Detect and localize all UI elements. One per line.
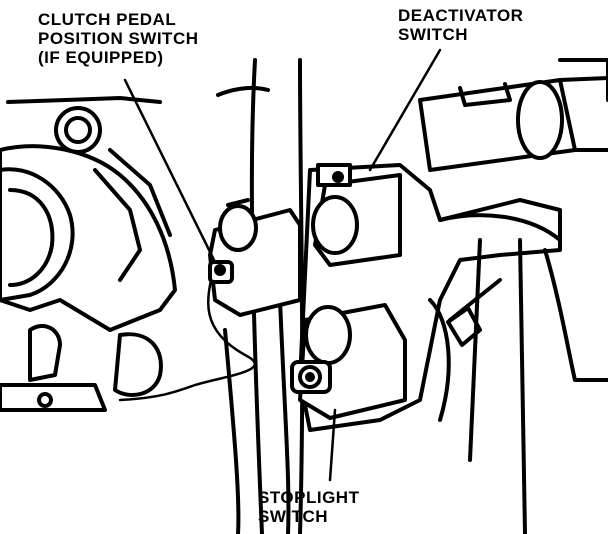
deactivator-label-line-1: DEACTIVATOR: [398, 6, 524, 25]
clutch-leader-line: [123, 78, 217, 264]
pivot-shaft: [418, 58, 608, 172]
clutch-label-line-2: POSITION SWITCH: [38, 29, 199, 48]
clutch-switch-cable: [118, 263, 256, 402]
stoplight-leader-line: [328, 408, 337, 482]
deactivator-switch-label: DEACTIVATOR SWITCH: [398, 6, 523, 44]
deactivator-leader-line: [368, 48, 442, 172]
deactivator-switch: [311, 163, 402, 267]
clutch-label-line-3: (IF EQUIPPED): [38, 48, 164, 67]
deactivator-label-line-2: SWITCH: [398, 25, 469, 44]
clutch-pedal-position-switch: [208, 198, 302, 317]
clutch-switch-label: CLUTCH PEDAL POSITION SWITCH (IF EQUIPPE…: [38, 10, 199, 67]
stoplight-label-line-1: STOPLIGHT: [258, 488, 360, 507]
stoplight-label-line-2: SWITCH: [258, 507, 329, 526]
pushrod: [446, 238, 608, 534]
left-housing: [0, 96, 177, 412]
stoplight-switch: [290, 303, 407, 420]
stoplight-switch-label: STOPLIGHT SWITCH: [258, 488, 359, 526]
clutch-label-line-1: CLUTCH PEDAL: [38, 10, 177, 29]
leader-lines: [123, 48, 442, 482]
